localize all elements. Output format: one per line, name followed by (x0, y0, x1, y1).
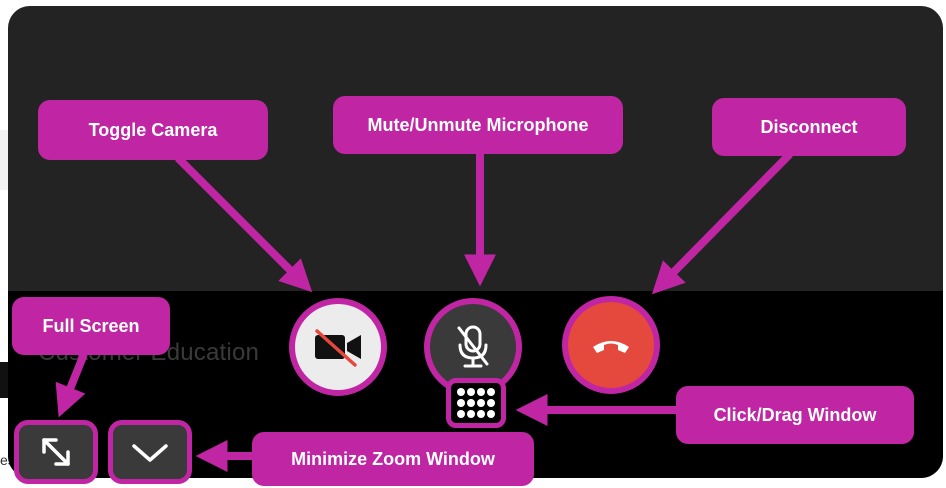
expand-arrows-icon (42, 438, 70, 466)
callout-minimize-window: Minimize Zoom Window (252, 432, 534, 486)
drag-window-handle[interactable] (446, 378, 506, 428)
callout-disconnect: Disconnect (712, 98, 906, 156)
callout-mute-microphone: Mute/Unmute Microphone (333, 96, 623, 154)
microphone-muted-icon (457, 325, 489, 368)
toggle-camera-button[interactable] (289, 298, 387, 396)
callout-click-drag-window: Click/Drag Window (676, 386, 914, 444)
chevron-down-icon (132, 444, 168, 462)
disconnect-button[interactable] (562, 296, 660, 394)
callout-toggle-camera: Toggle Camera (38, 100, 268, 160)
grid-dots-icon (457, 388, 495, 418)
video-camera-off-icon (315, 329, 361, 367)
callout-full-screen: Full Screen (12, 297, 170, 355)
background-left-mark (0, 362, 8, 398)
minimize-window-button[interactable] (108, 420, 192, 484)
phone-hangup-icon (593, 341, 629, 353)
full-screen-button[interactable] (14, 420, 98, 484)
